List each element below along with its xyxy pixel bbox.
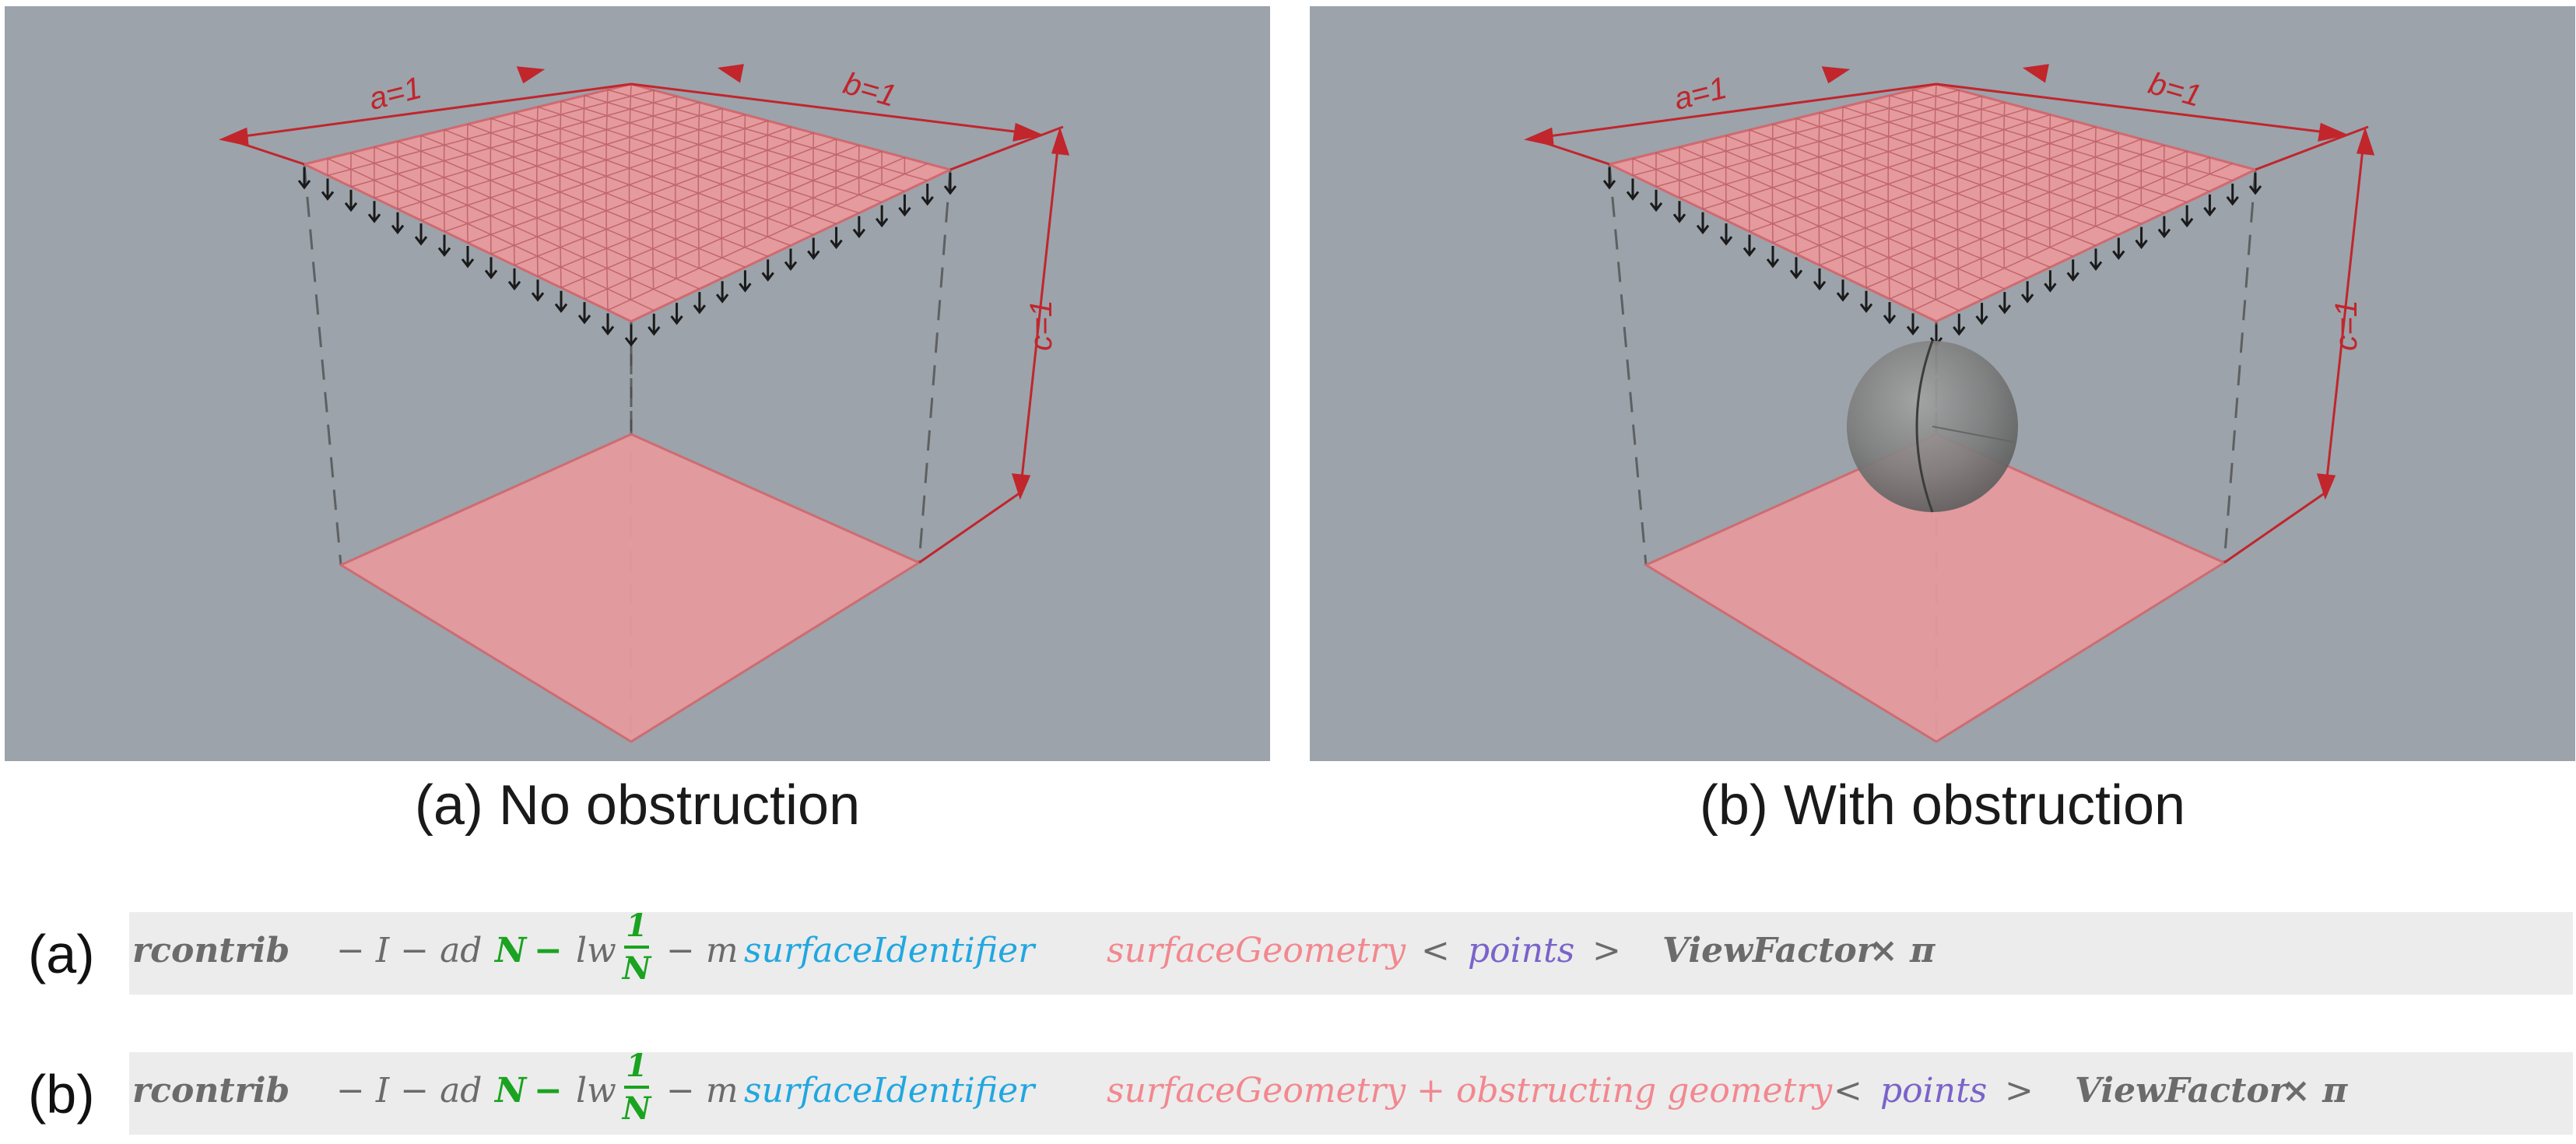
times-pi: × π	[2282, 1071, 2348, 1111]
vertical-edge	[918, 169, 952, 563]
vertical-edge	[303, 163, 342, 566]
minus-sign: −	[534, 1071, 563, 1111]
dimension-label-c: c=1	[2329, 300, 2364, 351]
greater-than: >	[2005, 1071, 2034, 1111]
diagram-geometry-b	[1524, 64, 2375, 743]
equation-label-a: (a)	[28, 924, 95, 984]
equation-box-a: rcontrib − I − ad N − lw 1 N − m surface…	[129, 907, 2573, 995]
less-than: <	[1834, 1071, 1862, 1111]
equation-row-a: (a) rcontrib − I − ad N − lw 1 N − m sur…	[0, 907, 2576, 998]
view-factor: ViewFactor	[2075, 1071, 2287, 1111]
obstruction-sphere	[1847, 340, 2018, 513]
points: points	[1880, 1071, 1988, 1111]
equation-box-b: rcontrib − I − ad N − lw 1 N − m surface…	[129, 1047, 2573, 1135]
fraction-1-over-n: 1 N	[621, 907, 652, 987]
option-i-ad: − I − ad	[336, 1071, 483, 1111]
equation-label-b: (b)	[28, 1064, 95, 1125]
panel-no-obstruction: a=1 b=1 c=1	[5, 6, 1270, 761]
fraction-denominator: N	[622, 1090, 651, 1127]
vertical-edge	[1608, 163, 1648, 566]
equation-row-b: (b) rcontrib − I − ad N − lw 1 N − m sur…	[0, 1047, 2576, 1138]
option-i-ad: − I − ad	[336, 931, 483, 970]
param-n: N	[495, 1071, 527, 1111]
fraction-numerator: 1	[626, 1047, 648, 1084]
option-lw: lw	[576, 931, 616, 970]
surface-geometry-obstructing: surfaceGeometry + obstructing geometry	[1107, 1071, 1833, 1111]
caption-with-obstruction: (b) With obstruction	[1699, 774, 2186, 837]
normal-arrows	[1602, 167, 2262, 347]
surface-geometry: surfaceGeometry	[1107, 931, 1406, 970]
box-diagram-a: a=1 b=1 c=1	[219, 64, 1070, 743]
times-pi: × π	[1869, 931, 1936, 970]
dimension-lines	[1524, 64, 2375, 564]
dimension-label-a: a=1	[366, 71, 425, 117]
command-rcontrib: rcontrib	[132, 931, 290, 970]
points: points	[1468, 931, 1575, 970]
dimension-label-b: b=1	[840, 66, 900, 114]
param-n: N	[495, 931, 527, 970]
option-lw: lw	[576, 1071, 616, 1111]
normal-arrows	[297, 167, 957, 347]
command-rcontrib: rcontrib	[132, 1071, 290, 1111]
vertical-edge	[2223, 169, 2257, 563]
surface-identifier: surfaceIdentifier	[744, 1071, 1035, 1111]
option-m: − m	[666, 1071, 739, 1111]
diagram-geometry-a	[219, 64, 1070, 743]
top-surface-grid	[327, 83, 928, 311]
dimension-label-c: c=1	[1024, 300, 1058, 351]
greater-than: >	[1592, 931, 1621, 970]
top-surface-grid	[1632, 83, 2234, 311]
fraction-1-over-n: 1 N	[621, 1047, 652, 1127]
dimension-lines	[219, 64, 1070, 564]
caption-no-obstruction: (a) No obstruction	[414, 774, 861, 837]
surface-identifier: surfaceIdentifier	[744, 931, 1035, 970]
panel-with-obstruction: a=1 b=1 c=1	[1310, 6, 2575, 761]
dimension-label-b: b=1	[2145, 66, 2205, 114]
box-diagram-b: a=1 b=1 c=1	[1524, 64, 2375, 743]
fraction-denominator: N	[622, 950, 651, 987]
bottom-surface	[338, 433, 922, 743]
dimension-label-a: a=1	[1671, 71, 1730, 117]
fraction-numerator: 1	[626, 907, 648, 944]
minus-sign: −	[534, 931, 563, 970]
view-factor: ViewFactor	[1662, 931, 1875, 970]
less-than: <	[1421, 931, 1450, 970]
option-m: − m	[666, 931, 739, 970]
